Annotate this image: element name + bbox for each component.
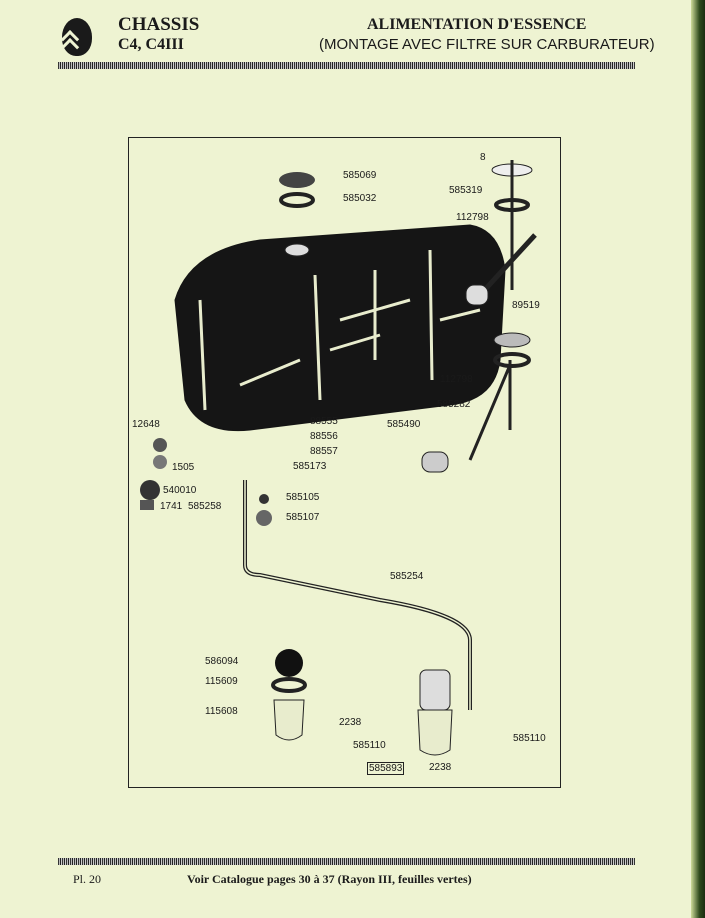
part-label: 115608 <box>205 706 238 717</box>
part-label: 2238 <box>339 717 362 728</box>
part-label: 585032 <box>343 193 377 204</box>
part-label: 540010 <box>163 485 197 496</box>
part-label: 585490 <box>387 419 421 430</box>
part-label: 585282 <box>437 399 471 410</box>
part-label: 1505 <box>172 462 195 473</box>
page-edge <box>691 0 705 918</box>
part-label: 88557 <box>310 446 338 457</box>
part-label: 586094 <box>205 656 239 667</box>
page-subtitle: (MONTAGE AVEC FILTRE SUR CARBURATEUR) <box>319 36 655 53</box>
part-label: 12648 <box>132 419 160 430</box>
catalogue-note: Voir Catalogue pages 30 à 37 (Rayon III,… <box>187 872 472 886</box>
part-label: 1741 <box>160 501 183 512</box>
part-label: 88556 <box>310 431 338 442</box>
part-label: 585107 <box>286 512 320 523</box>
part-label: 585254 <box>390 571 424 582</box>
part-label: 585069 <box>343 170 377 181</box>
part-label: 112798 <box>440 374 473 385</box>
header-rule <box>58 62 635 69</box>
part-label: 115609 <box>205 676 238 687</box>
page-title: ALIMENTATION D'ESSENCE <box>367 16 587 33</box>
diagram-frame <box>128 137 561 788</box>
part-label: 89519 <box>512 300 540 311</box>
part-label: 585319 <box>449 185 483 196</box>
plate-number: Pl. 20 <box>73 872 102 886</box>
part-label: 88555 <box>310 416 338 427</box>
part-label: 585258 <box>188 501 222 512</box>
footer-rule <box>58 858 635 865</box>
part-label: 585105 <box>286 492 320 503</box>
part-label-boxed: 585893 <box>367 762 405 775</box>
models-label: C4, C4III <box>118 36 184 53</box>
part-label: 112798 <box>456 212 489 223</box>
part-label: 585110 <box>353 740 386 751</box>
part-label: 2238 <box>429 762 452 773</box>
section-title: CHASSIS <box>118 14 200 35</box>
part-label: 585173 <box>293 461 327 472</box>
part-label: 8 <box>480 152 486 163</box>
part-label: 585110 <box>513 733 546 744</box>
citroen-logo <box>62 18 92 56</box>
